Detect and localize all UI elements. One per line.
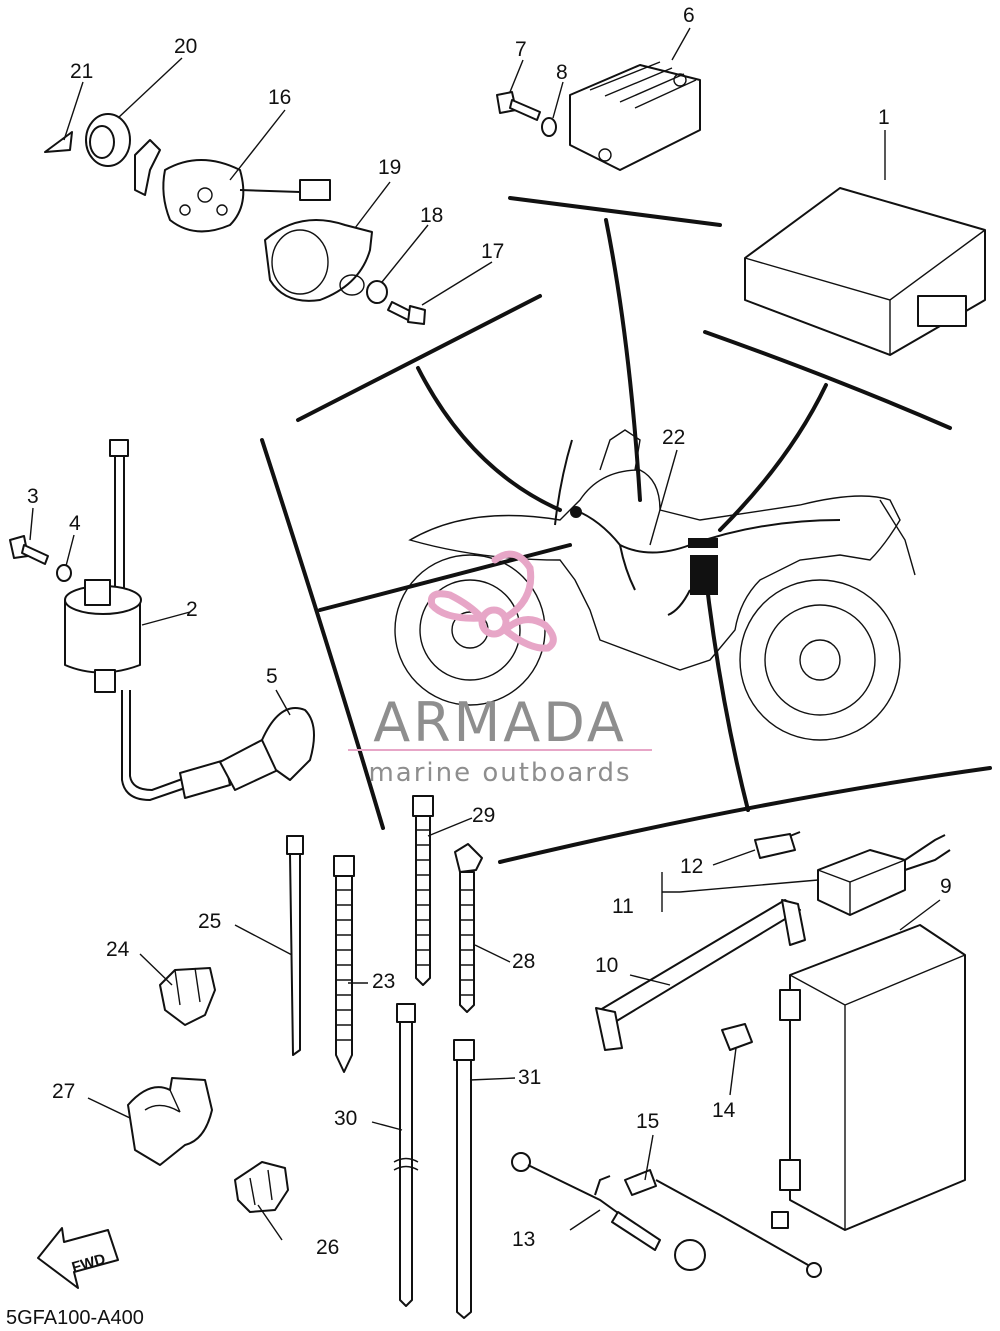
part-3-bolt (9, 535, 49, 565)
part-2-ignition-coil (64, 439, 186, 802)
part-label-1: 1 (878, 106, 890, 129)
part-11-relay (817, 834, 951, 916)
part-14-clip (721, 1023, 753, 1051)
part-label-26: 26 (316, 1236, 339, 1259)
part-15-battery-lead (624, 1169, 822, 1278)
part-label-4: 4 (69, 512, 81, 535)
part-label-19: 19 (378, 156, 401, 179)
part-label-16: 16 (268, 86, 291, 109)
part-18-washer (366, 280, 388, 304)
part-23-cable-tie (333, 855, 355, 1073)
part-labels: 1 2 3 4 5 6 7 8 9 10 11 12 13 14 15 16 1… (27, 4, 952, 1259)
part-label-12: 12 (680, 855, 703, 878)
part-label-21: 21 (70, 60, 93, 83)
part-label-14: 14 (712, 1099, 736, 1122)
part-label-9: 9 (940, 875, 952, 898)
part-label-20: 20 (174, 35, 197, 58)
part-31-cable-tie (453, 1039, 475, 1319)
propeller-logo-icon (427, 550, 557, 652)
part-9-battery (779, 924, 966, 1231)
fwd-arrow-icon: FWD (37, 1227, 119, 1289)
part-label-25: 25 (198, 910, 221, 933)
leader-lines (29, 27, 941, 1241)
part-label-31: 31 (518, 1066, 541, 1089)
part-10-battery-band (595, 899, 806, 1051)
part-label-30: 30 (334, 1107, 357, 1130)
part-17-bolt (387, 301, 426, 325)
part-19-cover (264, 219, 373, 302)
part-label-6: 6 (683, 4, 695, 27)
part-label-17: 17 (481, 240, 504, 263)
part-13-battery-lead (511, 1152, 706, 1271)
part-label-2: 2 (186, 598, 198, 621)
watermark-tagline: marine outboards (368, 758, 631, 788)
part-26-clamp (234, 1161, 289, 1213)
part-label-18: 18 (420, 204, 443, 227)
part-27-clamp (127, 1077, 213, 1166)
part-29-cable-tie (412, 795, 434, 986)
part-label-13: 13 (512, 1228, 535, 1251)
diagram-code: 5GFA100-A400 (6, 1307, 144, 1329)
part-24-clamp (159, 967, 216, 1026)
part-16-main-switch (134, 139, 331, 233)
part-25-cable-tie (286, 835, 304, 1056)
part-label-11: 11 (612, 895, 634, 918)
part-label-5: 5 (266, 665, 278, 688)
part-label-10: 10 (595, 954, 618, 977)
part-label-23: 23 (372, 970, 395, 993)
part-label-22: 22 (662, 426, 685, 449)
part-7-bolt (496, 91, 541, 121)
watermark-brand: ARMADA (373, 691, 627, 754)
part-label-3: 3 (27, 485, 39, 508)
part-label-7: 7 (515, 38, 527, 61)
part-21-indicator (44, 131, 73, 153)
part-label-28: 28 (512, 950, 535, 973)
part-4-washer (56, 564, 72, 582)
part-28-cable-tie (454, 843, 483, 1013)
part-30-cable-tie (393, 1003, 419, 1307)
armada-watermark: ARMADA marine outboards (348, 550, 652, 788)
part-1-ecu (744, 187, 986, 356)
part-6-rectifier (569, 61, 701, 171)
part-5-plug-cap (179, 707, 315, 799)
part-label-15: 15 (636, 1110, 659, 1133)
part-20-grommet (85, 113, 131, 167)
part-12-connector (754, 831, 801, 859)
part-8-washer (541, 117, 557, 137)
part-label-24: 24 (106, 938, 130, 961)
part-label-29: 29 (472, 804, 495, 827)
part-label-27: 27 (52, 1080, 75, 1103)
part-label-8: 8 (556, 61, 568, 84)
